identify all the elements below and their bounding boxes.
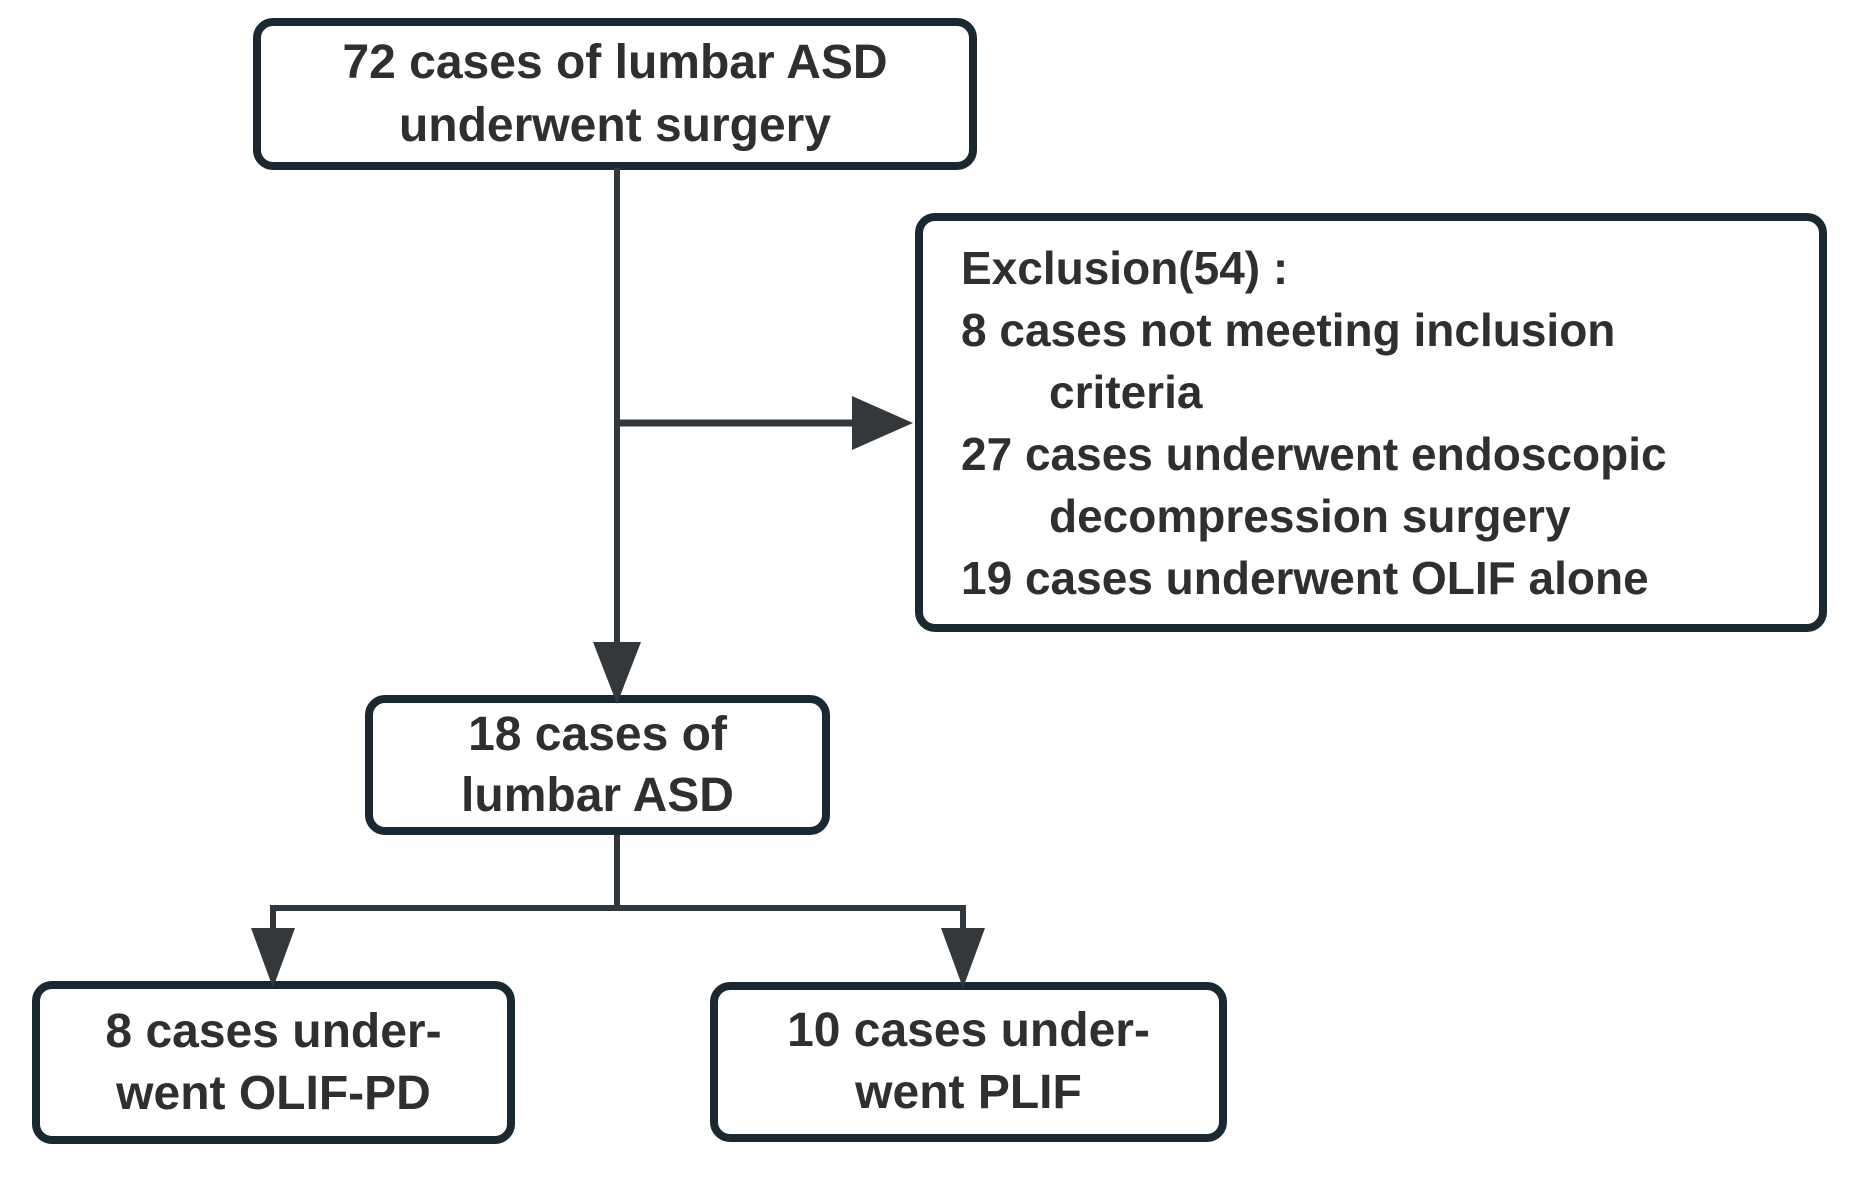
exclusion-heading: Exclusion(54) : [961,241,1289,294]
box-plif-line1: 10 cases under- [787,1004,1150,1057]
box-olif-pd-line1: 8 cases under- [105,1004,442,1058]
box-olif-pd-line2: went OLIF-PD [116,1066,431,1120]
box-total-line2: underwent surgery [398,99,832,152]
box-included-line2: lumbar ASD [461,769,734,822]
exclusion-item-2-cont: decompression surgery [1049,489,1571,542]
box-total-cases: 72 cases of lumbar ASD underwent surgery [253,18,977,170]
box-included-line1: 18 cases of [468,708,727,761]
box-total-line1: 72 cases of lumbar ASD [342,36,888,89]
exclusion-item-2: 27 cases underwent endoscopic [961,427,1667,480]
arrowhead-into-exclusion [852,396,913,450]
arrowhead-into-plif [941,928,985,988]
exclusion-item-1: 8 cases not meeting inclusion [961,303,1616,356]
exclusion-item-3: 19 cases underwent OLIF alone [961,551,1649,604]
box-olif-pd-group: 8 cases under- went OLIF-PD [32,981,515,1144]
box-plif-line2: went PLIF [855,1066,1082,1119]
box-exclusion: Exclusion(54) : 8 cases not meeting incl… [915,213,1827,632]
exclusion-item-1-cont: criteria [1049,365,1203,418]
box-plif-group: 10 cases under- went PLIF [710,982,1227,1142]
arrowhead-into-olif-pd [251,928,295,988]
box-included-cases: 18 cases of lumbar ASD [365,695,830,835]
